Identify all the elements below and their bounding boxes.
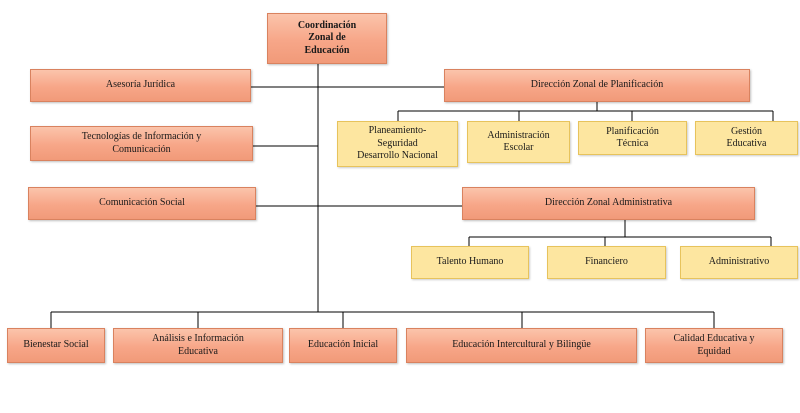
direccion-administrativa-box: Dirección Zonal Administrativa [462,187,755,220]
planificacion-tecnica-box: Planificación Técnica [578,121,687,155]
direccion-planificacion-box: Dirección Zonal de Planificación [444,69,750,102]
calidad-educativa-box: Calidad Educativa y Equidad [645,328,783,363]
analisis-informacion-box: Análisis e Información Educativa [113,328,283,363]
talento-humano-box: Talento Humano [411,246,529,279]
bienestar-social-box: Bienestar Social [7,328,105,363]
planeamiento-box: Planeamiento- Seguridad Desarrollo Nacio… [337,121,458,167]
administracion-escolar-box: Administración Escolar [467,121,570,163]
tecnologias-informacion-box: Tecnologías de Información y Comunicació… [30,126,253,161]
comunicacion-social-box: Comunicación Social [28,187,256,220]
coordinacion-zonal-box: Coordinación Zonal de Educación [267,13,387,64]
asesoria-juridica-box: Asesoría Jurídica [30,69,251,102]
financiero-box: Financiero [547,246,666,279]
educacion-inicial-box: Educación Inicial [289,328,397,363]
administrativo-box: Administrativo [680,246,798,279]
educacion-intercultural-box: Educación Intercultural y Bilingüe [406,328,637,363]
gestion-educativa-box: Gestión Educativa [695,121,798,155]
